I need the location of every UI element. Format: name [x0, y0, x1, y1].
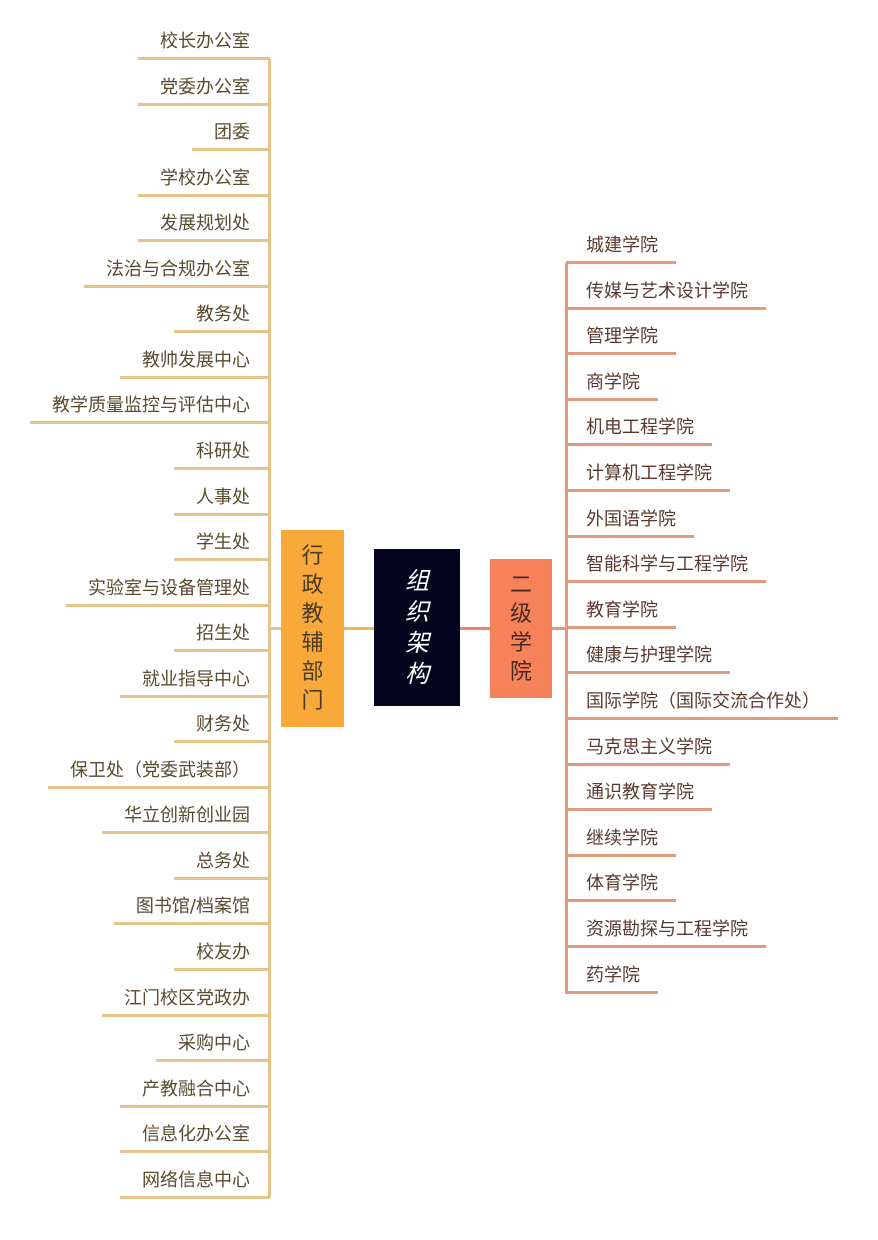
leaf-node-admin[interactable]: 团委 — [192, 120, 270, 152]
leaf-node-admin[interactable]: 学校办公室 — [138, 166, 270, 197]
leaf-node-admin[interactable]: 科研处 — [174, 439, 270, 470]
leaf-node-college[interactable]: 智能科学与工程学院 — [566, 552, 766, 584]
leaf-node-college[interactable]: 体育学院 — [566, 871, 676, 903]
char: 辅 — [301, 630, 324, 656]
left-trunk-line — [268, 59, 271, 1198]
leaf-node-college[interactable]: 外国语学院 — [566, 507, 694, 538]
char: 组 — [405, 566, 429, 595]
leaf-node-admin[interactable]: 实验室与设备管理处 — [66, 576, 270, 607]
leaf-node-college[interactable]: 教育学院 — [566, 598, 676, 629]
leaf-node-admin[interactable]: 教务处 — [174, 302, 270, 334]
leaf-node-admin[interactable]: 校友办 — [174, 940, 270, 971]
char: 政 — [301, 572, 324, 598]
leaf-node-admin[interactable]: 采购中心 — [156, 1031, 270, 1063]
right-connector — [552, 627, 566, 630]
leaf-node-admin[interactable]: 财务处 — [174, 712, 270, 744]
leaf-node-college[interactable]: 机电工程学院 — [566, 415, 712, 447]
leaf-node-admin[interactable]: 校长办公室 — [138, 29, 270, 60]
char: 教 — [301, 601, 324, 627]
char: 二 — [509, 572, 532, 598]
leaf-node-admin[interactable]: 产教融合中心 — [120, 1077, 270, 1108]
branch-node-admin[interactable]: 行 政 教 辅 部 门 — [281, 530, 344, 727]
char: 部 — [301, 659, 324, 685]
leaf-node-college[interactable]: 资源勘探与工程学院 — [566, 917, 766, 948]
root-left-connector — [344, 627, 375, 630]
leaf-node-admin[interactable]: 党委办公室 — [138, 75, 270, 106]
leaf-node-admin[interactable]: 法治与合规办公室 — [84, 257, 270, 288]
leaf-node-admin[interactable]: 总务处 — [174, 849, 270, 880]
char: 学 — [509, 630, 532, 656]
char: 行 — [301, 543, 324, 569]
leaf-node-admin[interactable]: 图书馆/档案馆 — [113, 894, 270, 926]
leaf-node-admin[interactable]: 信息化办公室 — [120, 1122, 270, 1154]
char: 架 — [405, 628, 429, 657]
leaf-node-college[interactable]: 健康与护理学院 — [566, 643, 730, 675]
leaf-node-admin[interactable]: 学生处 — [174, 530, 270, 562]
leaf-node-college[interactable]: 马克思主义学院 — [566, 735, 730, 766]
left-connector — [270, 627, 282, 630]
leaf-node-college[interactable]: 城建学院 — [566, 233, 676, 264]
char: 级 — [509, 601, 532, 627]
leaf-node-admin[interactable]: 人事处 — [174, 485, 270, 516]
leaf-node-college[interactable]: 传媒与艺术设计学院 — [566, 279, 766, 310]
leaf-node-admin[interactable]: 教帅发展中心 — [120, 348, 270, 379]
leaf-node-admin[interactable]: 就业指导中心 — [120, 667, 270, 698]
leaf-node-admin[interactable]: 保卫处（党委武装部） — [48, 758, 270, 789]
leaf-node-admin[interactable]: 华立创新创业园 — [102, 803, 270, 835]
root-right-connector — [460, 627, 491, 630]
char: 织 — [405, 597, 429, 626]
leaf-node-college[interactable]: 国际学院（国际交流合作处） — [566, 689, 838, 720]
leaf-node-admin[interactable]: 网络信息中心 — [120, 1168, 270, 1199]
branch-node-colleges[interactable]: 二 级 学 院 — [490, 559, 552, 698]
leaf-node-admin[interactable]: 江门校区党政办 — [102, 986, 270, 1017]
leaf-node-college[interactable]: 通识教育学院 — [566, 780, 712, 812]
leaf-node-college[interactable]: 药学院 — [566, 963, 658, 994]
char: 构 — [405, 659, 429, 688]
leaf-node-admin[interactable]: 招生处 — [174, 621, 270, 653]
root-node[interactable]: 组 织 架 构 — [374, 549, 460, 706]
leaf-node-admin[interactable]: 教学质量监控与评估中心 — [30, 393, 270, 425]
leaf-node-college[interactable]: 计算机工程学院 — [566, 461, 730, 492]
char: 院 — [509, 659, 532, 685]
leaf-node-college[interactable]: 商学院 — [566, 370, 658, 401]
leaf-node-college[interactable]: 管理学院 — [566, 324, 676, 356]
char: 门 — [301, 688, 324, 714]
leaf-node-admin[interactable]: 发展规划处 — [138, 211, 270, 243]
leaf-node-college[interactable]: 继续学院 — [566, 826, 676, 857]
